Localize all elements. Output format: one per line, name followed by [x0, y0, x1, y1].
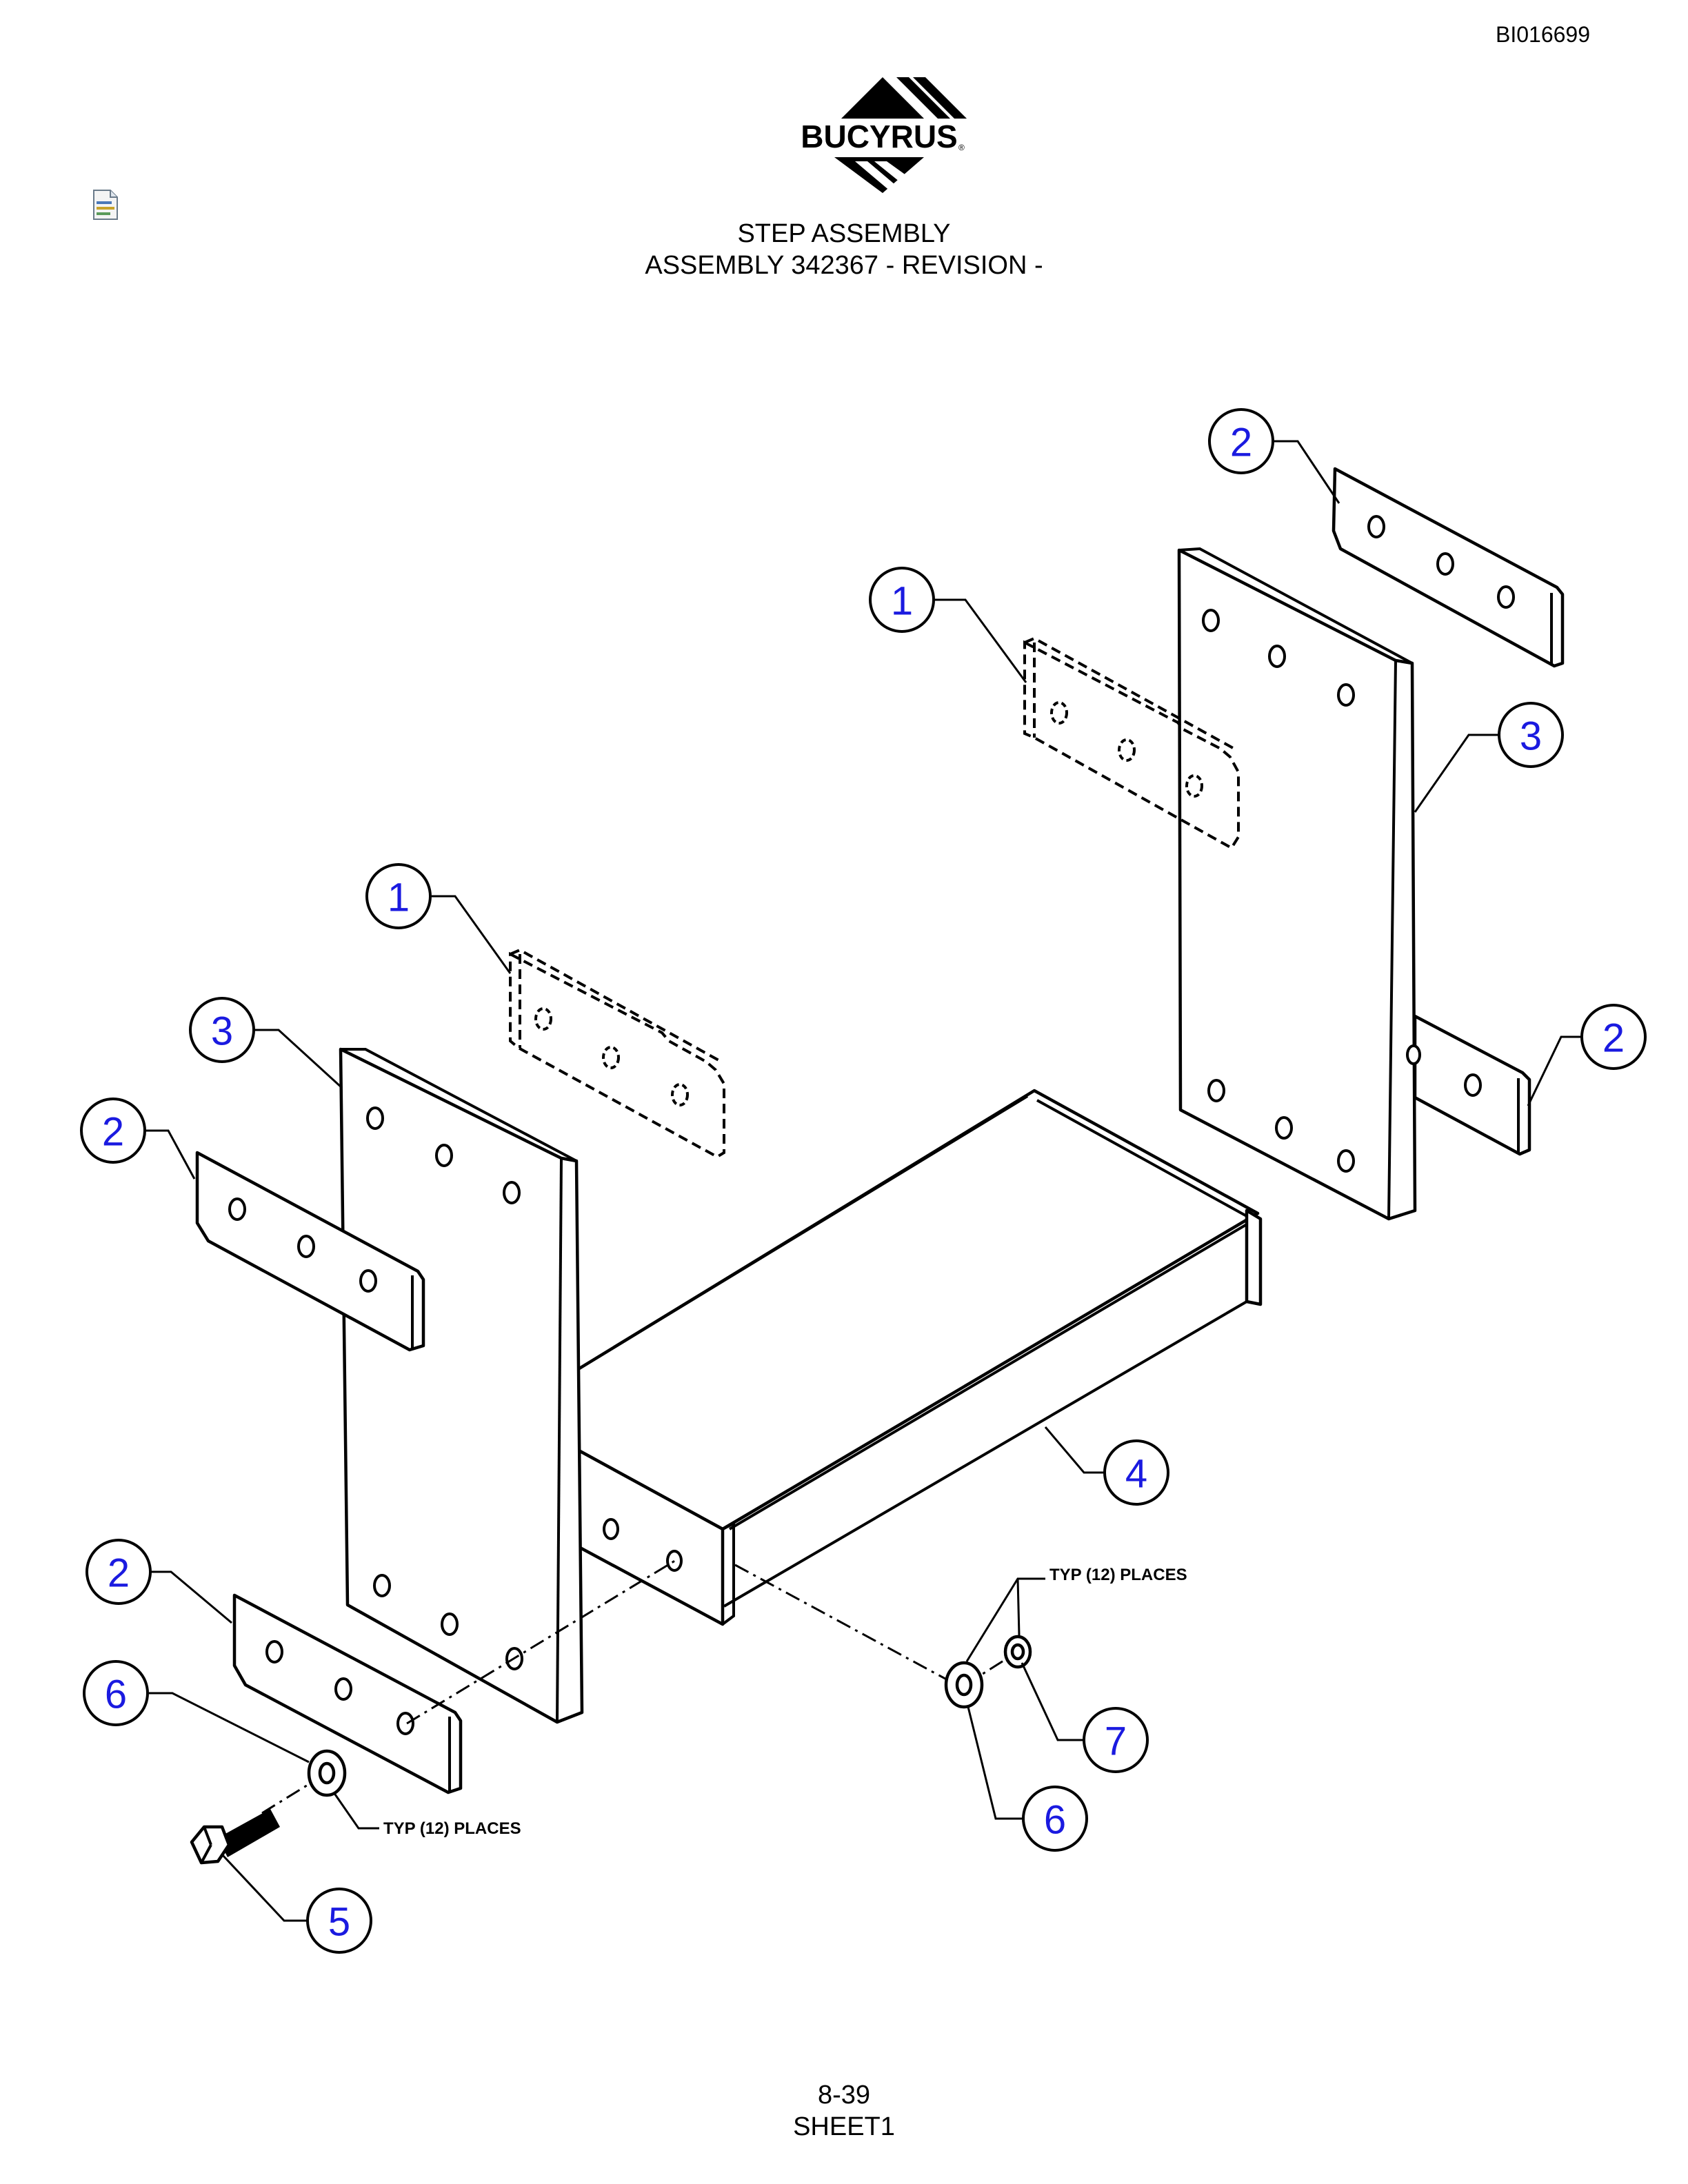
callout-2-upper-left: 2 [80, 1098, 146, 1164]
bucyrus-logo: BUCYRUS ® [801, 77, 967, 193]
note-typ-right: TYP (12) PLACES [1049, 1566, 1187, 1584]
svg-text:7: 7 [1105, 1719, 1127, 1764]
callout-1-right-stiffener: 1 [869, 567, 935, 633]
bar-lower-right [1406, 1014, 1531, 1156]
bar-lower-left [232, 1593, 463, 1794]
svg-text:2: 2 [1602, 1016, 1625, 1061]
svg-text:4: 4 [1125, 1452, 1147, 1497]
washer-right [944, 1661, 984, 1709]
note-typ-left: TYP (12) PLACES [383, 1819, 521, 1838]
callout-2-lower-right: 2 [1580, 1004, 1647, 1070]
svg-text:3: 3 [1520, 714, 1542, 759]
svg-text:TYP (12) PLACES: TYP (12) PLACES [383, 1819, 521, 1838]
callout-3-left-plate: 3 [189, 997, 255, 1063]
callout-4-tread: 4 [1103, 1439, 1169, 1506]
washer-left [307, 1749, 347, 1797]
svg-text:2: 2 [108, 1551, 130, 1596]
callout-2-lower-left: 2 [86, 1539, 152, 1605]
doc-attachment-icon[interactable] [91, 189, 120, 221]
footer-block: 8-39 SHEET1 [0, 2079, 1688, 2143]
callout-5-bolt: 5 [306, 1888, 372, 1954]
svg-text:2: 2 [102, 1110, 124, 1155]
document-id: BI016699 [1495, 22, 1590, 47]
right-side-plate [1177, 547, 1417, 1221]
svg-text:6: 6 [105, 1672, 127, 1717]
assembly-revision: ASSEMBLY 342367 - REVISION - [645, 251, 1043, 280]
stiffener-left [509, 948, 725, 1159]
callout-6-washer-right: 6 [1022, 1786, 1088, 1852]
step-tread [572, 1089, 1263, 1626]
hex-bolt [190, 1809, 280, 1865]
callout-6-washer-left: 6 [83, 1660, 149, 1726]
title-block: STEP ASSEMBLY ASSEMBLY 342367 - REVISION… [0, 218, 1688, 281]
sheet-label: SHEET1 [793, 2112, 895, 2141]
svg-text:5: 5 [328, 1900, 350, 1945]
svg-text:TYP (12) PLACES: TYP (12) PLACES [1049, 1566, 1187, 1584]
svg-text:1: 1 [388, 876, 410, 920]
callout-2-upper-right: 2 [1208, 408, 1274, 474]
callout-1-left-stiffener: 1 [365, 863, 432, 929]
svg-text:2: 2 [1230, 421, 1252, 465]
page-number: 8-39 [817, 2081, 871, 2110]
callout-7-nut: 7 [1083, 1707, 1149, 1773]
svg-text:3: 3 [211, 1009, 233, 1054]
bar-upper-right [1332, 467, 1565, 668]
svg-text:6: 6 [1044, 1798, 1066, 1843]
stiffener-right [1023, 636, 1240, 850]
bar-upper-left [195, 1151, 425, 1352]
drawing-title: STEP ASSEMBLY [737, 219, 951, 248]
callout-3-right-plate: 3 [1498, 702, 1564, 768]
lock-nut [1003, 1635, 1032, 1669]
svg-text:1: 1 [891, 579, 913, 624]
logo-wordmark: BUCYRUS [801, 119, 957, 154]
left-side-plate [339, 1047, 584, 1724]
svg-text:®: ® [958, 143, 965, 152]
